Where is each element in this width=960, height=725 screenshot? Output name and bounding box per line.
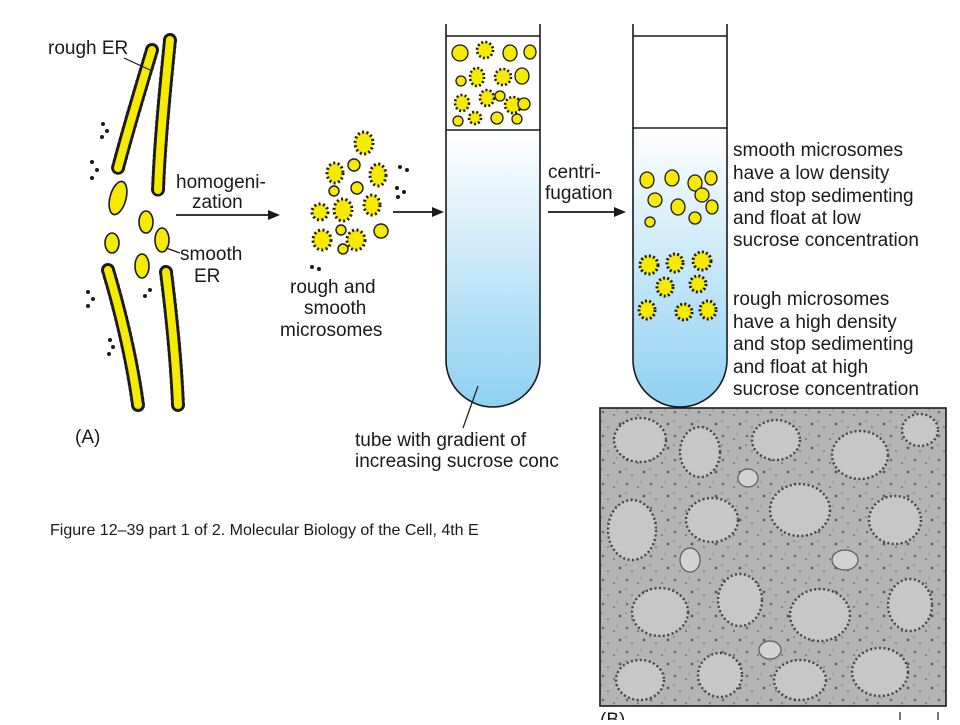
scale-bar-marks bbox=[899, 712, 939, 720]
smooth-er-label-line-2: ER bbox=[194, 266, 220, 287]
panel-a-letter: (A) bbox=[75, 427, 100, 448]
rough-er-strand bbox=[111, 43, 159, 175]
load-arrow bbox=[393, 207, 444, 217]
homogenization-label-line-2: zation bbox=[192, 192, 243, 213]
smooth-result-line: have a low density bbox=[733, 163, 890, 184]
electron-micrograph bbox=[599, 407, 947, 707]
smooth-result-line: and stop sedimenting bbox=[733, 186, 914, 207]
smooth-result-line: smooth microsomes bbox=[733, 140, 903, 161]
microsomes-label-line-3: microsomes bbox=[280, 320, 382, 341]
smooth-er-label-line-1: smooth bbox=[180, 244, 242, 265]
smooth-microsome-band bbox=[639, 169, 719, 228]
rough-result-line: have a high density bbox=[733, 312, 897, 333]
microsomes-label-line-2: smooth bbox=[304, 298, 366, 319]
rough-er-strand bbox=[101, 263, 145, 412]
ribosome-dots bbox=[86, 122, 152, 356]
microsomes-label-line-1: rough and bbox=[290, 277, 376, 298]
tube-label-pointer bbox=[462, 385, 479, 429]
rough-er-strand bbox=[151, 33, 177, 197]
rough-er-pointer bbox=[123, 57, 151, 71]
figure-caption: Figure 12–39 part 1 of 2. Molecular Biol… bbox=[50, 522, 479, 539]
gradient-tube-before bbox=[445, 24, 541, 408]
rough-er-label: rough ER bbox=[48, 38, 128, 59]
smooth-result-line: sucrose concentration bbox=[733, 230, 919, 251]
centrifugation-label-line-1: centri- bbox=[548, 162, 601, 183]
homogenization-label-line-1: homogeni- bbox=[176, 172, 266, 193]
gradient-tube-after bbox=[632, 24, 728, 408]
rough-microsomes-description: rough microsomes have a high density and… bbox=[733, 289, 919, 400]
centrifugation-arrow bbox=[548, 207, 626, 217]
rough-result-line: sucrose concentration bbox=[733, 379, 919, 400]
homogenization-arrow bbox=[176, 210, 280, 220]
rough-result-line: and stop sedimenting bbox=[733, 334, 914, 355]
rough-microsome-band bbox=[637, 250, 718, 322]
smooth-microsomes-description: smooth microsomes have a low density and… bbox=[733, 140, 919, 251]
tube-label-line-1: tube with gradient of bbox=[355, 430, 527, 451]
microsome-cluster bbox=[310, 130, 409, 271]
smooth-er-fragments bbox=[104, 180, 170, 279]
centrifugation-label-line-2: fugation bbox=[545, 183, 613, 204]
rough-result-line: and float at high bbox=[733, 357, 868, 378]
er-strands bbox=[86, 33, 185, 412]
tube-label-line-2: increasing sucrose conc bbox=[355, 451, 559, 472]
smooth-result-line: and float at low bbox=[733, 208, 861, 229]
rough-result-line: rough microsomes bbox=[733, 289, 889, 310]
rough-er-strand bbox=[159, 265, 185, 412]
smooth-er-pointer bbox=[165, 247, 181, 254]
panel-b-letter: (B) bbox=[600, 710, 625, 720]
